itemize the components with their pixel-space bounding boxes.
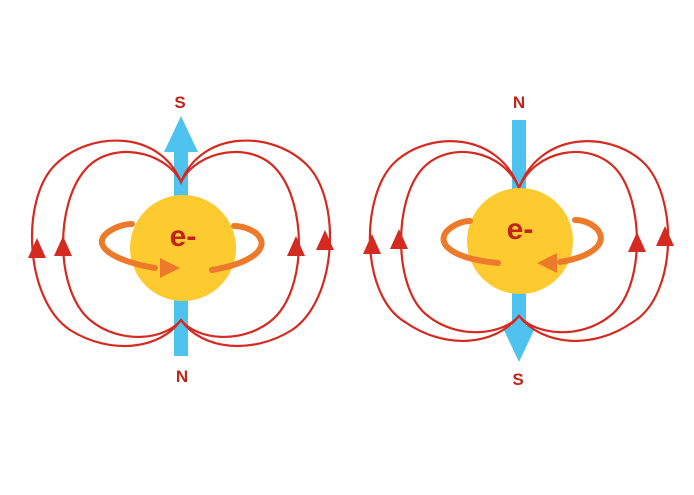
right-electron-label: e- <box>507 213 534 246</box>
right-field-arrowhead <box>628 232 646 252</box>
right-field-arrowhead <box>656 226 674 246</box>
left-field-arrowhead <box>316 230 334 250</box>
right-bottom-pole-label: S <box>512 370 523 389</box>
left-field-arrowhead <box>28 238 46 258</box>
left-spin-arrow <box>98 221 265 278</box>
left-field-arrowhead <box>54 236 72 256</box>
right-spin-arrow <box>440 217 604 273</box>
right-field-arrowhead <box>390 229 408 249</box>
right-field-arrowhead <box>363 234 381 254</box>
left-electron-sphere <box>130 195 236 301</box>
left-electron-label: e- <box>170 220 197 253</box>
right-field-line-inner <box>400 150 638 334</box>
left-bottom-pole-label: N <box>176 367 188 386</box>
right-electron-group: e- N S <box>363 93 674 389</box>
right-top-pole-label: N <box>513 93 525 112</box>
left-field-line-inner <box>62 150 300 339</box>
left-top-pole-label: S <box>174 93 185 112</box>
left-electron-group: e- S N <box>28 93 334 386</box>
left-field-arrowhead <box>287 236 305 256</box>
